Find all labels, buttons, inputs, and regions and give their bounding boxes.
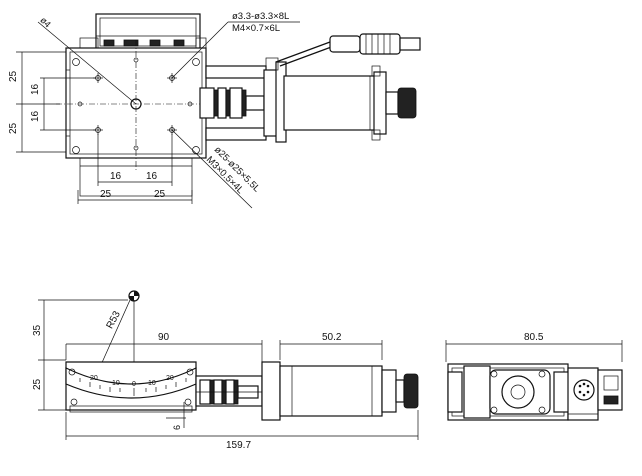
knob-front [403,373,419,409]
dim-phi4-label: ø4 [38,15,53,30]
front-view: R53 35 25 90 50.2 20 10 0 10 [32,290,419,451]
dim-25-top-label: 25 [8,70,19,82]
knob [397,87,417,119]
side-bore [501,375,535,409]
dim-80-5-label: 80.5 [524,332,544,343]
center-hole [130,98,142,110]
scale-label-4: 10 [148,380,156,387]
scale-label-1: 20 [90,375,98,382]
hole-label-1: ø3.3-ø3.3×8L [232,11,289,22]
dim-35-label: 35 [32,324,43,336]
dim-50-2-label: 50.2 [322,332,342,343]
coupling [199,87,265,119]
side-view: 80.5 [445,332,623,421]
dim-90-label: 90 [158,332,170,343]
hole-label-2: M4×0.7×6L [232,23,280,34]
dim-6-label: 6 [172,425,182,430]
dim-16-right-label: 16 [146,171,158,182]
scale-label-2: 10 [112,380,120,387]
motor-front [279,365,383,417]
dim-25-left-label: 25 [100,189,112,200]
dim-16-top-label: 16 [30,83,41,95]
dim-16-bottom-label: 16 [30,110,41,122]
dim-16-left-label: 16 [110,171,122,182]
top-view: ø4 ø3.3-ø3.3×8L M4×0.7×6L ø25-ø25×5.5L M… [8,11,421,209]
dim-25-right-label: 25 [154,189,166,200]
dim-25-label: 25 [32,378,43,390]
scale-label-5: 20 [166,375,174,382]
dim-25-bottom-label: 25 [8,122,19,134]
dim-159-7-label: 159.7 [226,440,251,451]
scale-label-3: 0 [132,381,136,388]
dim-r53-label: R53 [105,309,124,331]
side-connector [573,379,595,401]
motor-body [283,75,381,131]
